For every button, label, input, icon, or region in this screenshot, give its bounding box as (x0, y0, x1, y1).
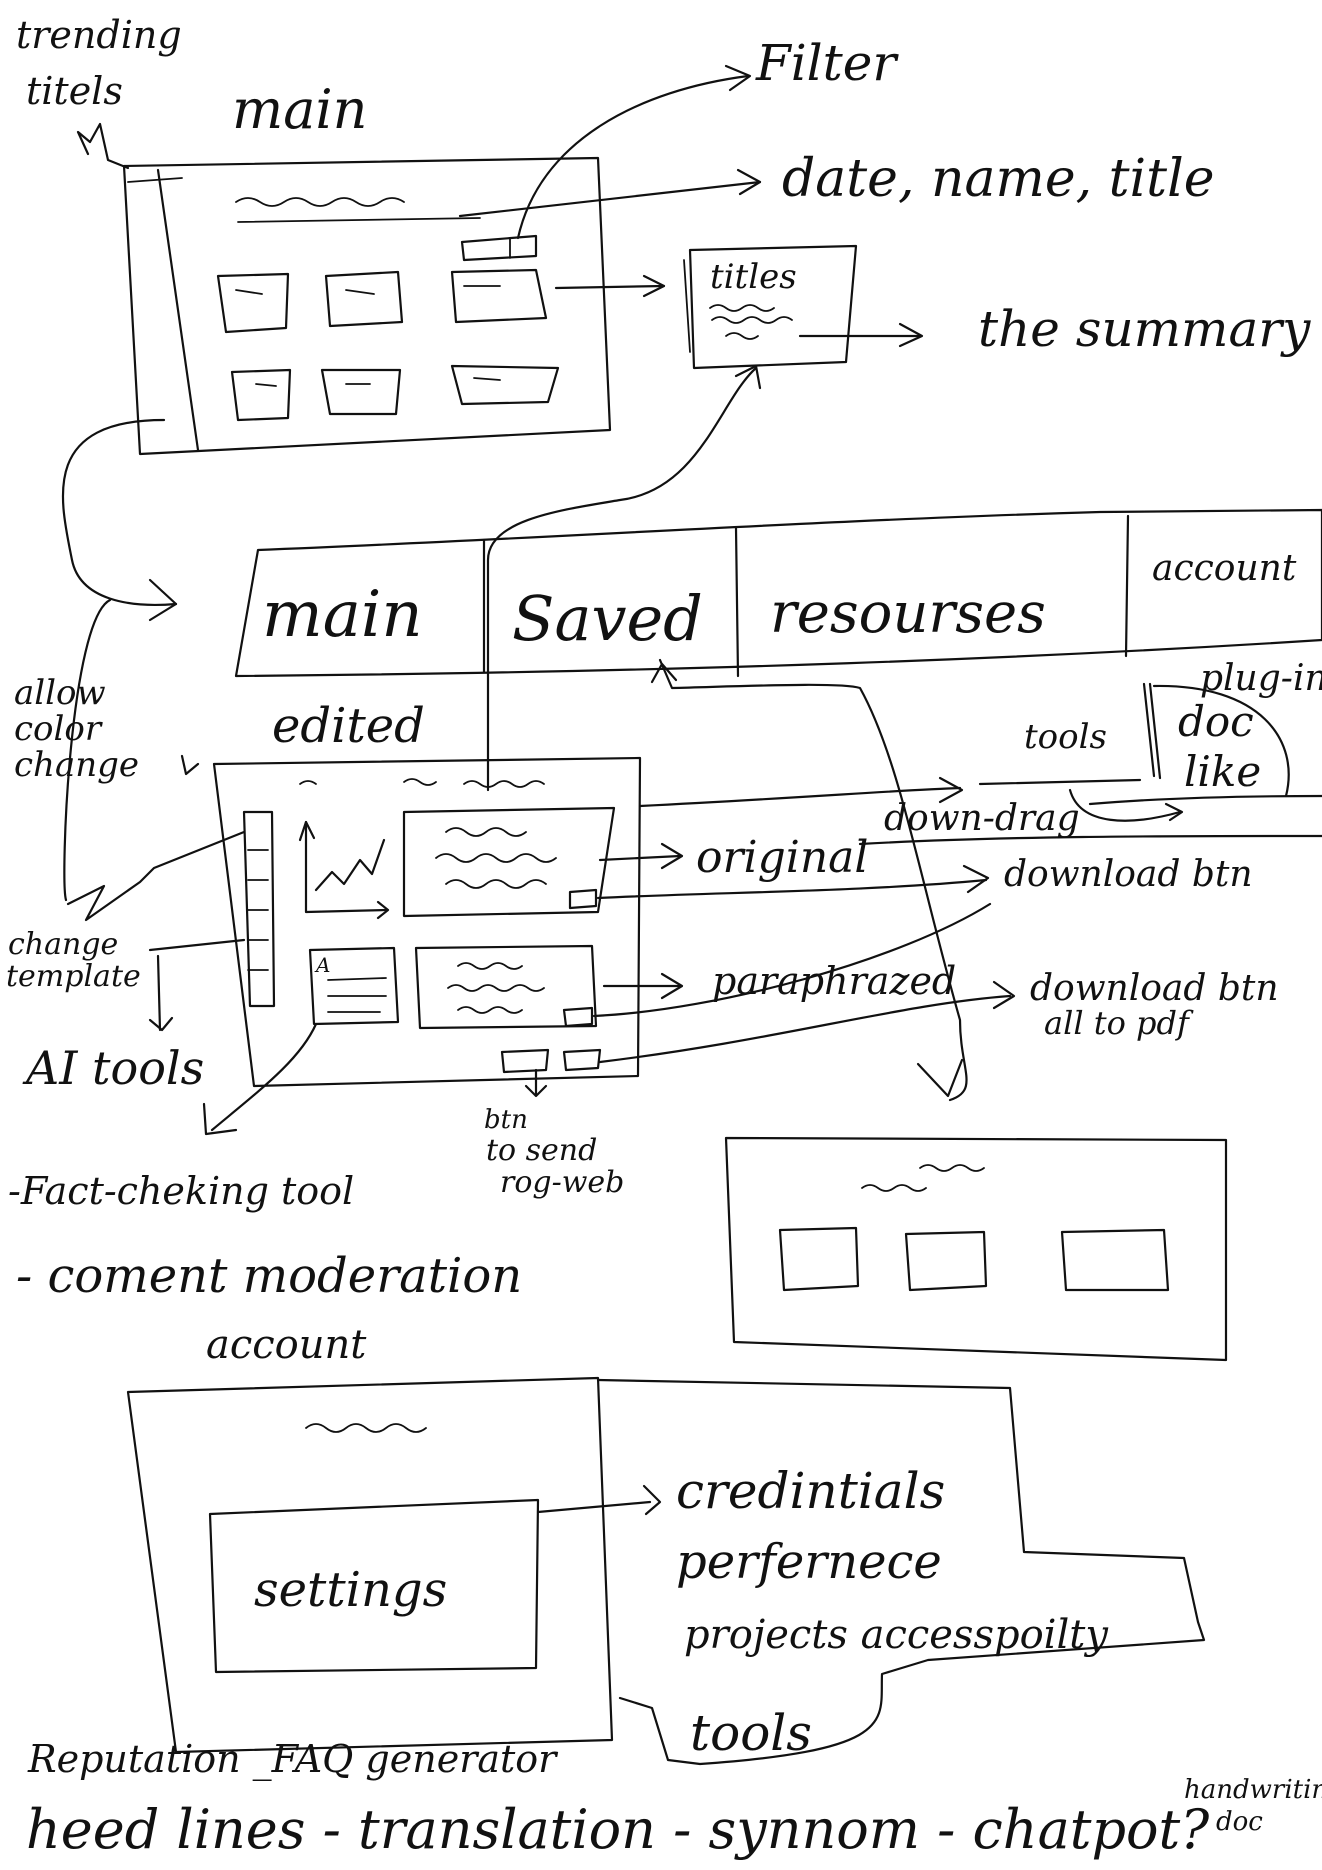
label-comment-moderation: - coment moderation (16, 1248, 522, 1304)
label-original: original (696, 832, 868, 883)
label-date-name-title: date, name, title (782, 149, 1214, 209)
nav-resources: resourses (770, 581, 1046, 646)
label-bottom-line1: Reputation _FAQ generator (27, 1737, 559, 1782)
nav-account: account (1152, 548, 1297, 589)
send-button-sketch (500, 1048, 550, 1074)
label-download-btn: download btn (1004, 854, 1253, 895)
label-fact-checking: -Fact-cheking tool (8, 1169, 354, 1213)
label-account-title: account (206, 1322, 367, 1368)
saved-card-sketch (778, 1226, 860, 1292)
label-bottom-line2: heed lines - translation - synnom - chat… (26, 1798, 1210, 1861)
label-filter: Filter (755, 34, 899, 92)
filter-button-sketch (460, 234, 538, 262)
account-frame (126, 1376, 614, 1754)
account-page-wireframe: account settings credintials perfernece … (126, 1322, 1206, 1766)
label-settings: settings (254, 1562, 447, 1618)
card-sketch (324, 270, 404, 328)
label-main-top: main (232, 78, 367, 141)
card-sketch (216, 272, 290, 334)
nav-bar-sketch: main Saved resourses account (61, 364, 1322, 792)
main-header-scribble (235, 197, 405, 207)
label-credentials: credintials (676, 1462, 945, 1520)
main-page-wireframe: trending titels main date, name, title (16, 13, 1311, 456)
label-btn-to-send-1: btn (484, 1105, 528, 1135)
main-sidebar-divider (156, 168, 200, 452)
label-btn-to-send-3: rog-web (500, 1165, 624, 1200)
saved-frame (724, 1136, 1228, 1362)
original-text-box-sketch (402, 806, 616, 918)
label-card-titles: titles (710, 257, 797, 297)
label-down-drag: down-drag (884, 798, 1080, 839)
card-sketch (230, 368, 292, 422)
nav-saved: Saved (512, 582, 703, 655)
edited-sidebar-sketch (242, 810, 276, 1008)
saved-card-sketch (1060, 1228, 1170, 1292)
label-the-summary: the summary (978, 300, 1311, 358)
label-tools: tools (1024, 717, 1107, 757)
label-download-all-pdf-2: all to pdf (1044, 1004, 1194, 1042)
card-sketch (450, 268, 548, 324)
label-projects-accessibility: projects accesspoilty (684, 1612, 1109, 1658)
label-download-all-pdf-1: download btn (1030, 968, 1279, 1009)
label-trending-titles-1: trending (16, 13, 182, 57)
main-frame (122, 156, 612, 456)
label-edited: edited (272, 698, 425, 754)
label-handwriting-1: handwriting (1184, 1775, 1322, 1805)
label-change-2: template (6, 959, 141, 994)
label-allow-color-1: allow (14, 673, 106, 713)
label-change-1: change (8, 927, 118, 962)
label-plug-in: plug-in (1200, 658, 1322, 699)
label-trending-titles-2: titels (26, 69, 123, 113)
paraphrased-text-box-sketch (414, 944, 598, 1030)
settings-box-sketch (208, 1498, 540, 1674)
card-detail-sketch (688, 244, 858, 370)
nav-main: main (262, 578, 423, 652)
pdf-button-sketch (562, 1048, 602, 1072)
saved-page-wireframe (724, 1136, 1228, 1362)
label-btn-to-send-2: to send (486, 1133, 597, 1168)
account-menu-sketch (596, 1378, 1206, 1766)
label-paraphrazed: paraphrazed (712, 959, 956, 1003)
edited-page-wireframe: allow color change edited A (6, 598, 1322, 1304)
card-sketch (450, 364, 560, 406)
label-doc: doc (1178, 697, 1254, 746)
label-tools-item: tools (690, 1704, 812, 1762)
saved-card-sketch (904, 1230, 988, 1292)
label-like: like (1184, 747, 1261, 796)
label-preference: perfernece (676, 1534, 942, 1590)
label-handwriting-2: doc (1216, 1807, 1263, 1837)
svg-text:A: A (314, 953, 330, 977)
edited-frame (212, 756, 642, 1088)
label-allow-color-3: change (14, 745, 139, 785)
bottom-notes: Reputation _FAQ generator heed lines - t… (26, 1737, 1322, 1861)
nav-bar-outline (234, 508, 1322, 678)
label-ai-tools: AI tools (22, 1041, 204, 1095)
label-allow-color-2: color (14, 709, 103, 749)
card-sketch (320, 368, 402, 416)
